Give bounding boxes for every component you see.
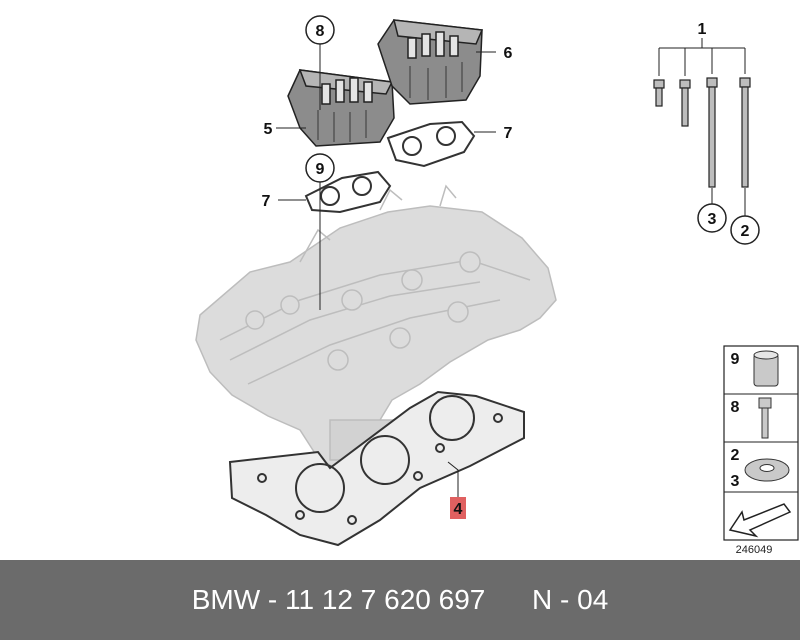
diagram-reference-number: 246049	[736, 544, 773, 556]
legend-item-2-3: 2 3	[731, 447, 790, 490]
cylinder-head	[195, 184, 557, 471]
svg-text:3: 3	[708, 211, 717, 228]
footer-bar: BMW - 11 12 7 620 697 N - 04	[0, 560, 800, 640]
legend-item-arrow	[728, 503, 792, 538]
part-number: BMW - 11 12 7 620 697	[191, 584, 486, 615]
callout-7-lower: 7	[262, 193, 271, 210]
callout-7-upper: 7	[504, 125, 513, 142]
svg-text:9: 9	[731, 351, 740, 368]
callout-circle-3: 3	[697, 203, 727, 233]
cylinder-head-gasket	[228, 390, 525, 547]
footer-spacer	[485, 584, 532, 616]
callout-1: 1	[698, 21, 707, 38]
legend-item-9: 9	[731, 350, 779, 387]
callout-6: 6	[504, 45, 513, 62]
bolt-icon	[758, 397, 772, 409]
callout-5: 5	[264, 121, 273, 138]
revision-code: N - 04	[532, 584, 609, 615]
svg-text:8: 8	[731, 399, 740, 416]
valve-cover-gasket-lower	[304, 170, 392, 214]
exploded-parts-diagram: 8 9 3 2 1 5 6 7 7 4 9 8	[195, 15, 799, 556]
svg-text:9: 9	[316, 161, 325, 178]
bolt-set	[653, 77, 751, 188]
leader-lines	[276, 38, 746, 500]
legend-item-8: 8	[731, 397, 772, 439]
svg-text:2: 2	[741, 223, 750, 240]
callout-circle-2: 2	[730, 215, 760, 245]
svg-text:2: 2	[731, 447, 740, 464]
valve-cover-5	[287, 69, 395, 147]
svg-text:8: 8	[316, 23, 325, 40]
legend-panel: 9 8 2 3	[723, 345, 799, 541]
arrow-icon	[728, 503, 792, 538]
svg-text:4: 4	[454, 501, 463, 518]
callout-circle-8: 8	[305, 15, 335, 45]
callout-4-highlight: 4	[450, 497, 466, 519]
callout-circle-9: 9	[305, 153, 335, 183]
valve-cover-6	[377, 19, 484, 105]
valve-cover-gasket-upper	[386, 120, 476, 168]
svg-text:3: 3	[731, 473, 740, 490]
